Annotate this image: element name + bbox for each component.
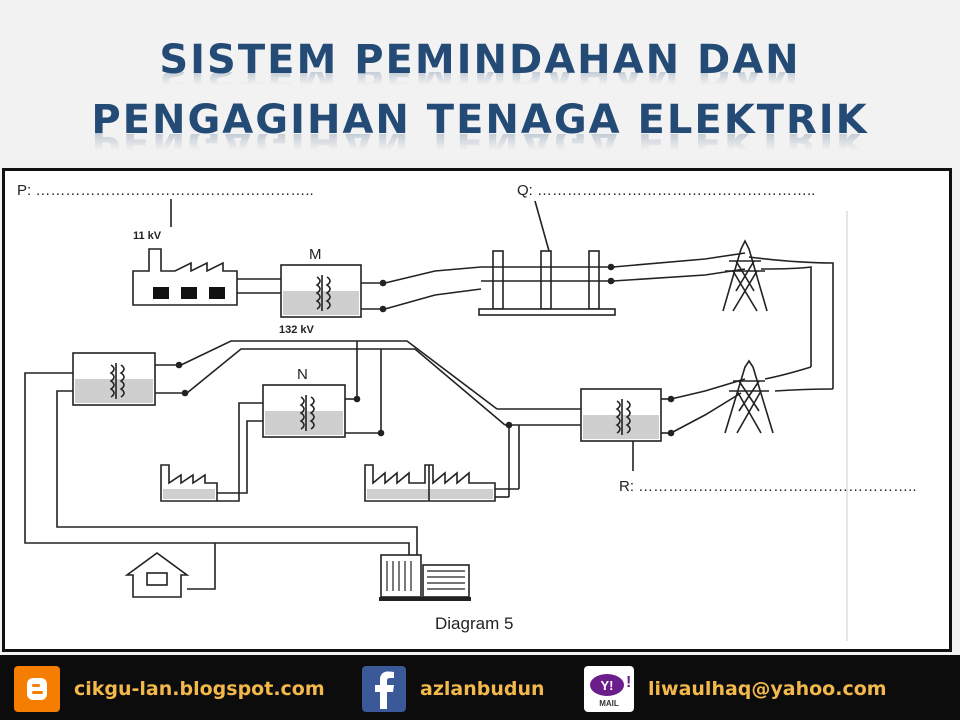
label-p: P: ……………………………………………….. <box>17 182 314 199</box>
label-n: N <box>297 366 308 383</box>
svg-text:Y!: Y! <box>601 678 614 693</box>
transmission-tower-2-icon <box>724 359 774 434</box>
footer-facebook-link[interactable]: azlanbudun <box>362 666 545 712</box>
blogger-icon <box>14 666 60 712</box>
footer-email-link[interactable]: Y! ! MAIL liwaulhaq@yahoo.com <box>584 666 887 712</box>
transmission-tower-1-icon <box>722 239 768 312</box>
blog-url: cikgu-lan.blogspot.com <box>74 678 325 700</box>
house-icon <box>124 552 190 598</box>
diagram-caption: Diagram 5 <box>435 614 513 633</box>
title-area: SISTEM PEMINDAHAN DAN SISTEM PEMINDAHAN … <box>0 0 960 168</box>
mail-icon-text: MAIL <box>599 698 619 708</box>
page-title-line-1: SISTEM PEMINDAHAN DAN <box>159 37 801 83</box>
footer-bar: cikgu-lan.blogspot.com azlanbudun Y! ! M… <box>0 655 960 720</box>
yahoo-mail-icon: Y! ! MAIL <box>584 666 634 712</box>
transformer-n-icon <box>262 384 346 438</box>
transformer-left-icon <box>72 352 156 406</box>
transformer-m-icon <box>280 264 362 318</box>
email-address: liwaulhaq@yahoo.com <box>648 678 887 700</box>
label-q: Q: ……………………………………………….. <box>517 182 815 199</box>
footer-blog-link[interactable]: cikgu-lan.blogspot.com <box>14 666 325 712</box>
power-distribution-diagram: P: ……………………………………………….. 11 kV M 132 kV <box>17 182 917 641</box>
transformer-r-icon <box>580 388 662 442</box>
facebook-icon <box>362 666 406 712</box>
pointer-q <box>534 200 550 252</box>
label-m: M <box>309 246 322 263</box>
label-r: R: ……………………………………………….. <box>619 478 917 495</box>
power-station-icon <box>132 248 238 306</box>
diagram-frame: P: ……………………………………………….. 11 kV M 132 kV <box>2 168 952 652</box>
page-title-line-2: PENGAGIHAN TENAGA ELEKTRIK <box>91 97 869 143</box>
switching-station-icon <box>478 250 616 316</box>
voltage-out-label: 132 kV <box>279 324 315 336</box>
small-factory-icon <box>160 464 218 502</box>
voltage-in-label: 11 kV <box>133 230 162 242</box>
facebook-name: azlanbudun <box>420 678 545 700</box>
buildings-icon <box>379 554 471 601</box>
large-factory-icon <box>364 464 496 502</box>
svg-text:!: ! <box>626 674 631 691</box>
